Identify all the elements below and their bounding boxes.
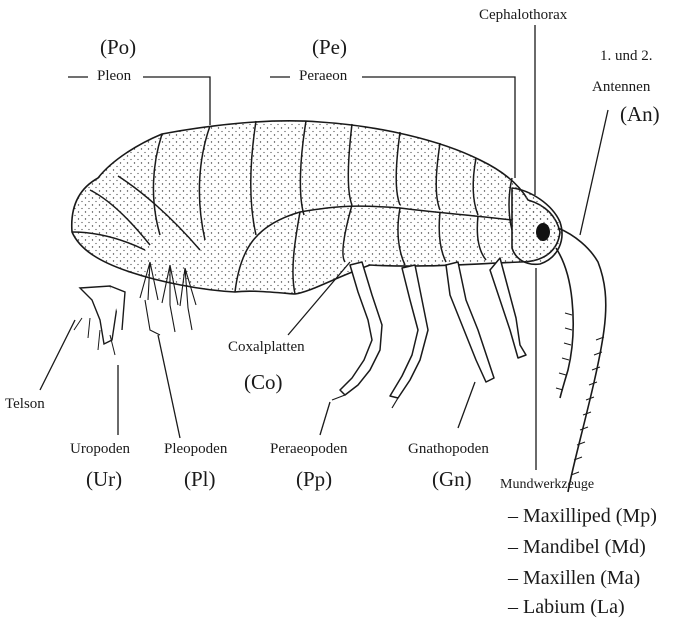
mouthpart-item: – Labium (La) [508,597,625,617]
label-co: (Co) [244,372,283,393]
peraeopod-3 [390,265,428,398]
head [512,188,562,264]
antenna-2 [556,248,573,398]
label-uropoden: Uropoden [70,442,130,457]
label-peraeon: Peraeon [299,69,347,84]
label-po: (Po) [100,37,136,58]
label-antennen-line1: 1. und 2. [600,49,653,64]
eye [536,223,550,241]
leader-gnathopoden [458,382,475,428]
label-pp: (Pp) [296,469,332,490]
leader-antennen [580,110,608,235]
mouthpart-item: – Mandibel (Md) [508,537,646,557]
dorsal-outline [72,121,560,294]
leader-pleon [68,77,210,125]
leader-telson [40,320,75,390]
label-mundwerkzeuge: Mundwerkzeuge [500,478,594,492]
peraeopod-2 [340,262,382,395]
label-pl: (Pl) [184,469,216,490]
label-antennen-line2: Antennen [592,80,650,95]
label-pleopoden: Pleopoden [164,442,227,457]
label-telson: Telson [5,397,45,412]
label-ur: (Ur) [86,469,122,490]
label-coxalplatten: Coxalplatten [228,340,305,355]
label-pleon: Pleon [97,69,131,84]
label-gn: (Gn) [432,469,472,490]
gnathopod-2 [490,258,526,358]
body-outline [72,121,562,294]
label-cephalothorax: Cephalothorax [479,8,567,23]
gnathopod-1 [446,262,494,382]
label-gnathopoden: Gnathopoden [408,442,489,457]
label-pe: (Pe) [312,37,347,58]
leader-pleopoden [158,335,180,438]
mouthpart-item: – Maxilliped (Mp) [508,506,657,526]
mouthpart-item: – Maxillen (Ma) [508,568,640,588]
leader-peraeopoden [320,402,330,435]
label-peraeopoden: Peraeopoden [270,442,347,457]
label-an: (An) [620,104,660,125]
